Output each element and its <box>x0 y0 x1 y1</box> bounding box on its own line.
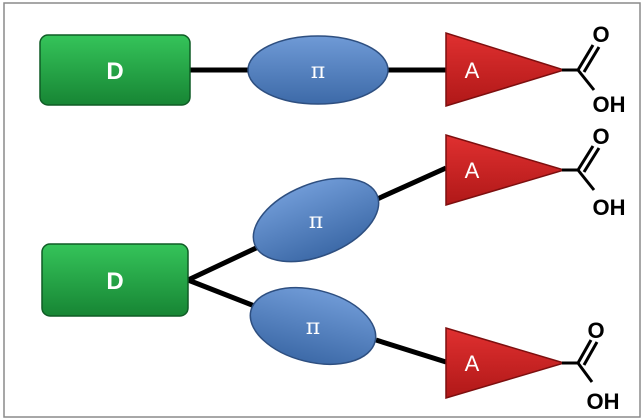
carbonyl-bond <box>576 145 595 171</box>
carbonyl-bond <box>576 339 593 364</box>
pi-bridge-ellipse-lower: π <box>249 287 377 365</box>
bond-bridge-acceptor-lower <box>375 337 447 365</box>
bond-bridge-acceptor-upper <box>373 165 448 203</box>
acceptor-label: A <box>465 351 480 376</box>
carbonyl-double-bond <box>582 341 599 366</box>
hydroxyl-label: OH <box>593 92 626 117</box>
carbonyl-bond <box>576 44 595 71</box>
carboxylic-acid-group-upper: O OH <box>562 124 626 220</box>
acceptor-triangle: A <box>445 31 567 108</box>
carbonyl-double-bond <box>582 147 601 173</box>
donor-label: D <box>106 58 123 85</box>
pi-bridge-ellipse-upper: π <box>252 177 380 263</box>
carboxylic-acid-group-lower: O OH <box>562 318 620 414</box>
hydroxyl-label: OH <box>593 195 626 220</box>
pi-bridge-ellipse: π <box>247 35 389 105</box>
hydroxyl-bond <box>576 362 594 383</box>
carbonyl-double-bond <box>582 46 601 73</box>
acceptor-triangle-upper: A <box>445 133 567 207</box>
donor-block: D <box>39 34 191 106</box>
carboxylic-acid-group: O OH <box>562 22 626 117</box>
carbonyl-oxygen-label: O <box>592 124 609 149</box>
donor-block: D <box>41 243 189 317</box>
branched-dpa-molecule: D π π A O OH A <box>41 124 626 414</box>
acceptor-label: A <box>465 58 480 83</box>
hydroxyl-bond <box>576 69 596 91</box>
carbonyl-oxygen-label: O <box>592 22 609 47</box>
pi-label: π <box>306 315 320 340</box>
pi-label: π <box>309 209 323 234</box>
pi-label: π <box>311 59 325 84</box>
carbonyl-oxygen-label: O <box>587 318 604 343</box>
linear-dpa-molecule: D π A O OH <box>39 22 626 117</box>
hydroxyl-bond <box>576 169 596 191</box>
acceptor-triangle-lower: A <box>445 326 567 400</box>
donor-label: D <box>106 268 123 295</box>
acceptor-label: A <box>465 158 480 183</box>
hydroxyl-label: OH <box>587 389 620 414</box>
